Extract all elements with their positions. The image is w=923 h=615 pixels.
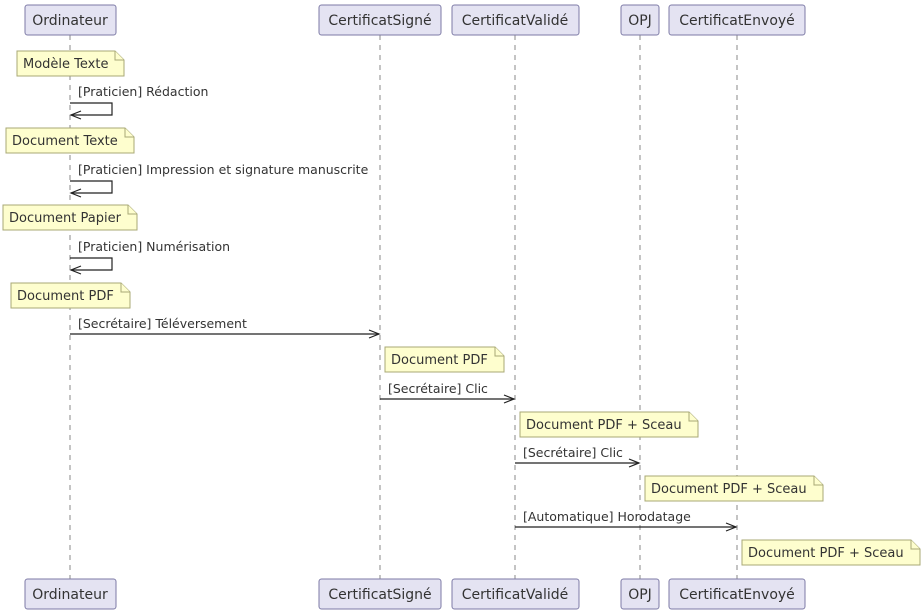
participant-valide-top: CertificatValidé — [451, 4, 580, 36]
note-body — [519, 411, 699, 438]
participant-envoye-top: CertificatEnvoyé — [668, 4, 806, 36]
note-fold — [813, 476, 823, 486]
note: Document PDF — [384, 346, 505, 373]
participant-opj-top: OPJ — [620, 4, 660, 36]
note: Document PDF + Sceau — [519, 411, 699, 438]
participant-label: Ordinateur — [32, 13, 108, 29]
note: Modèle Texte — [16, 50, 125, 77]
note: Document PDF — [10, 282, 131, 309]
arrow-head — [69, 188, 82, 198]
note-fold — [114, 51, 124, 61]
participant-ordinateur-top: Ordinateur — [24, 4, 117, 36]
participant-box — [318, 578, 442, 610]
message: [Secrétaire] Clic — [380, 381, 516, 404]
note-fold — [120, 283, 130, 293]
note-text: Document Texte — [12, 134, 118, 149]
message-label: [Automatique] Horodatage — [523, 509, 691, 524]
participant-box — [24, 4, 117, 36]
participant-opj-bottom: OPJ — [620, 578, 660, 610]
note-body — [644, 475, 824, 502]
note-body — [10, 282, 131, 309]
participant-box — [620, 578, 660, 610]
participant-label: Ordinateur — [32, 587, 108, 603]
message: [Praticien] Numérisation — [69, 239, 230, 275]
arrow-head — [69, 265, 82, 275]
note-body — [2, 204, 138, 231]
participant-label: CertificatEnvoyé — [679, 587, 795, 603]
participant-box — [451, 4, 580, 36]
note-body — [5, 127, 135, 154]
participant-label: OPJ — [628, 587, 652, 603]
message-label: [Praticien] Rédaction — [78, 84, 208, 99]
message: [Praticien] Rédaction — [69, 84, 208, 120]
participant-envoye-bottom: CertificatEnvoyé — [668, 578, 806, 610]
message-label: [Praticien] Numérisation — [78, 239, 230, 254]
note: Document PDF + Sceau — [644, 475, 824, 502]
participant-box — [620, 4, 660, 36]
note: Document Texte — [5, 127, 135, 154]
lifelines — [69, 35, 738, 579]
participant-label: CertificatEnvoyé — [679, 13, 795, 29]
message: [Automatique] Horodatage — [515, 509, 738, 532]
note-text: Document Papier — [9, 211, 122, 226]
participant-box — [24, 578, 117, 610]
note: Document Papier — [2, 204, 138, 231]
participant-signe-top: CertificatSigné — [318, 4, 442, 36]
arrow-head — [628, 458, 641, 468]
note-body — [16, 50, 125, 77]
message: [Secrétaire] Clic — [515, 445, 641, 468]
arrow-head — [368, 329, 381, 339]
arrow-head — [725, 522, 738, 532]
note-text: Document PDF — [17, 289, 114, 304]
participants-top: Ordinateur CertificatSigné CertificatValid… — [24, 4, 806, 36]
participant-signe-bottom: CertificatSigné — [318, 578, 442, 610]
note-text: Document PDF — [391, 353, 488, 368]
participant-label: CertificatValidé — [462, 587, 568, 603]
note-body — [741, 539, 921, 566]
note-text: Document PDF + Sceau — [748, 546, 904, 561]
participant-box — [318, 4, 442, 36]
note-text: Modèle Texte — [23, 57, 108, 72]
arrow-head — [69, 110, 82, 120]
note-fold — [127, 205, 137, 215]
message-label: [Praticien] Impression et signature manu… — [78, 162, 369, 177]
participant-label: CertificatSigné — [328, 587, 431, 603]
self-message-line — [70, 180, 113, 194]
note-fold — [688, 412, 698, 422]
participants-bottom: Ordinateur CertificatSigné CertificatValid… — [24, 578, 806, 610]
self-message-line — [70, 257, 113, 271]
message-label: [Secrétaire] Téléversement — [78, 316, 247, 331]
note-text: Document PDF + Sceau — [651, 482, 807, 497]
participant-ordinateur-bottom: Ordinateur — [24, 578, 117, 610]
participant-label: CertificatSigné — [328, 13, 431, 29]
participant-box — [451, 578, 580, 610]
participant-box — [668, 4, 806, 36]
message-label: [Secrétaire] Clic — [388, 381, 488, 396]
participant-label: OPJ — [628, 13, 652, 29]
message: [Secrétaire] Téléversement — [70, 316, 381, 339]
message-label: [Secrétaire] Clic — [523, 445, 623, 460]
arrow-head — [503, 394, 516, 404]
note-text: Document PDF + Sceau — [526, 418, 682, 433]
participant-valide-bottom: CertificatValidé — [451, 578, 580, 610]
note-fold — [124, 128, 134, 138]
participant-label: CertificatValidé — [462, 13, 568, 29]
note-body — [384, 346, 505, 373]
message: [Praticien] Impression et signature manu… — [69, 162, 369, 198]
note-fold — [910, 540, 920, 550]
note: Document PDF + Sceau — [741, 539, 921, 566]
participant-box — [668, 578, 806, 610]
note-fold — [494, 347, 504, 357]
self-message-line — [70, 102, 113, 116]
events: Modèle Texte [Praticien] RédactionDocumen… — [2, 50, 921, 566]
